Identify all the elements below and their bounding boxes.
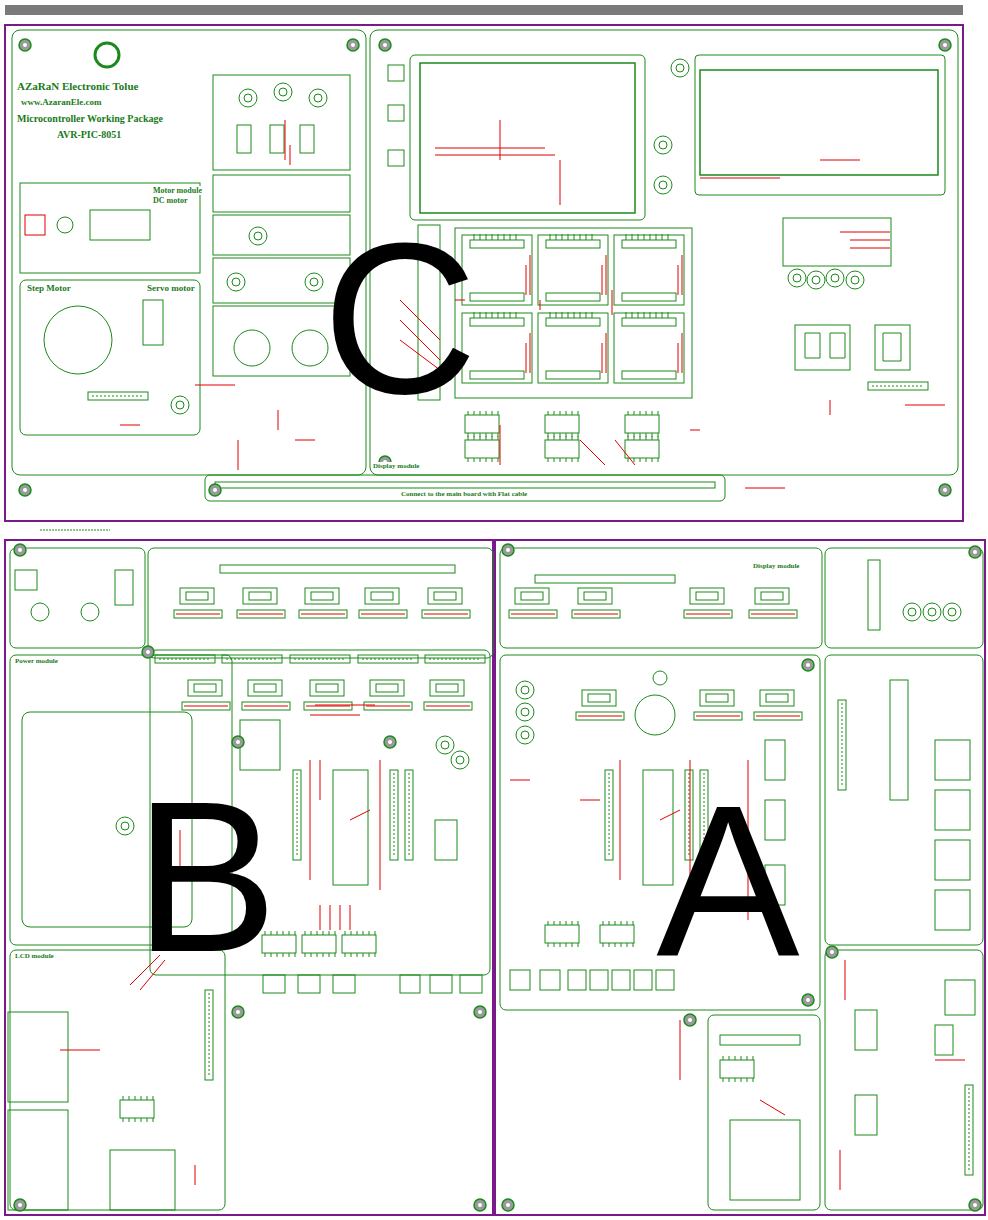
module-heading: DC motor — [152, 196, 188, 205]
package-title: Microcontroller Working Package — [16, 113, 164, 125]
module-heading: Motor module — [152, 186, 203, 195]
module-heading: Servo motor — [146, 283, 196, 293]
board-letter: A — [656, 773, 799, 988]
connector-note: Connect to the main board with Flat cabl… — [400, 490, 528, 498]
model-text: AVR-PIC-8051 — [56, 129, 122, 141]
module-heading: Step Motor — [26, 283, 72, 293]
module-heading: LCD module — [14, 952, 55, 960]
website-text: www.AzaranEle.com — [20, 97, 103, 107]
module-heading: Display module — [372, 462, 420, 470]
brand-text: AZaRaN Electronic Tolue — [16, 80, 139, 93]
board-letter: C — [322, 211, 477, 426]
module-heading: Power module — [14, 657, 59, 665]
board-letter: B — [134, 769, 277, 984]
module-heading: Display module — [752, 562, 800, 570]
